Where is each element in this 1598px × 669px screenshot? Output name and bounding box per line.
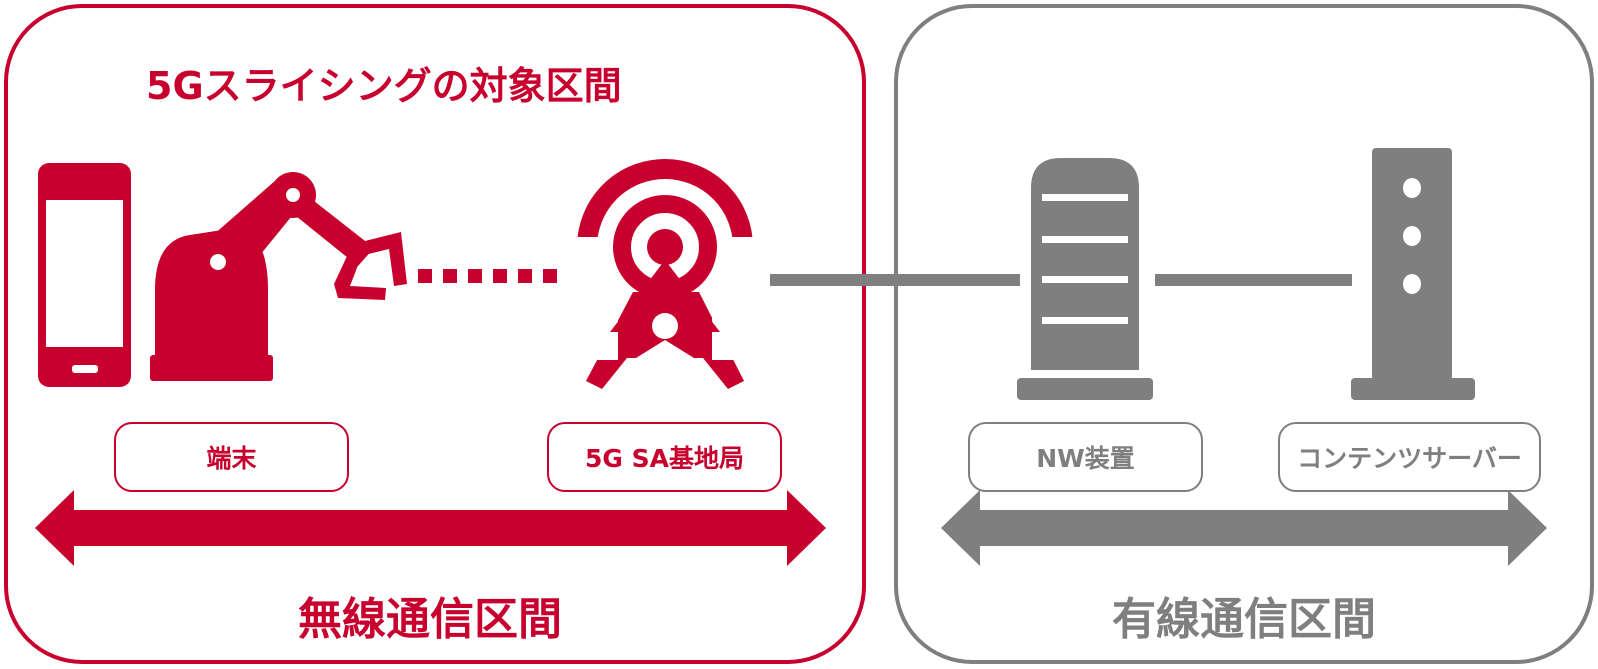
wireless-section-label: 無線通信区間 [298, 594, 562, 645]
wired-section-label: 有線通信区間 [1112, 594, 1376, 645]
antenna-tower-icon [560, 159, 770, 389]
content-server-label: コンテンツサーバー [1278, 422, 1541, 492]
wired-double-arrow [941, 490, 1547, 566]
wired-section-panel [894, 4, 1594, 664]
server-icon [1351, 148, 1475, 400]
wireless-double-arrow [35, 490, 826, 566]
wireless-link-dotted [418, 269, 582, 283]
smartphone-icon [38, 163, 131, 387]
nw-device-icon [1017, 158, 1153, 400]
base-station-label: 5G SA基地局 [547, 422, 782, 492]
nw-device-label: NW装置 [968, 422, 1203, 492]
terminal-label: 端末 [114, 422, 349, 492]
robot-arm-icon [150, 172, 407, 381]
scope-title: 5Gスライシングの対象区間 [146, 64, 622, 108]
